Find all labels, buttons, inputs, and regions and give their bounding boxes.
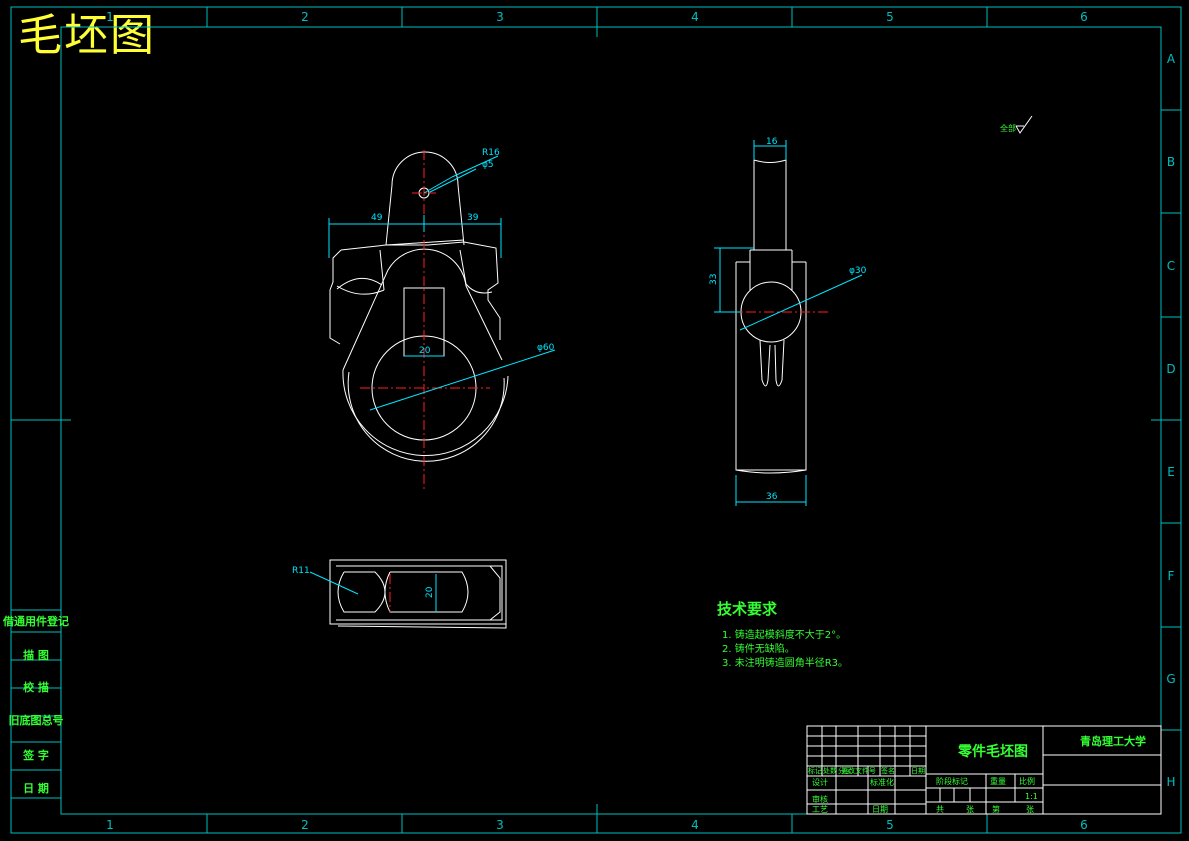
tb-label-date: 日期 bbox=[911, 767, 925, 775]
tb-scale: 比例 bbox=[1019, 776, 1035, 786]
col-label-4-bottom: 4 bbox=[691, 818, 699, 832]
left-label-trace: 描 图 bbox=[23, 648, 49, 662]
tb-design: 设计 bbox=[812, 777, 828, 787]
row-label-c: C bbox=[1167, 259, 1175, 273]
drawing-title: 毛坯图 bbox=[18, 10, 156, 61]
tb-page-sheet: 张 bbox=[1026, 805, 1034, 814]
side-view-dims bbox=[714, 140, 863, 506]
frame bbox=[10, 6, 1182, 834]
dim-16: 16 bbox=[766, 137, 778, 147]
left-label-check: 校 描 bbox=[23, 680, 49, 694]
col-label-5-bottom: 5 bbox=[886, 818, 894, 832]
col-label-4: 4 bbox=[691, 10, 699, 24]
row-label-e: E bbox=[1167, 465, 1175, 479]
roughness-symbol: 全部 bbox=[1000, 115, 1033, 134]
front-view-centerlines bbox=[360, 150, 490, 490]
dim-phi60: φ60 bbox=[537, 343, 555, 353]
col-label-2: 2 bbox=[301, 10, 309, 24]
row-label-b: B bbox=[1167, 155, 1175, 169]
tb-label-mark: 标记 bbox=[808, 766, 822, 775]
tech-item-3: 3. 未注明铸造圆角半径R3。 bbox=[722, 656, 848, 669]
front-view bbox=[329, 151, 509, 462]
row-label-f: F bbox=[1168, 569, 1175, 583]
dim-33: 33 bbox=[709, 274, 719, 285]
bottom-view bbox=[329, 559, 507, 629]
school-name: 青岛理工大学 bbox=[1080, 734, 1146, 748]
col-label-3-bottom: 3 bbox=[496, 818, 504, 832]
dim-49: 49 bbox=[371, 213, 383, 223]
tb-label-sign: 签名 bbox=[881, 766, 895, 775]
col-label-2-bottom: 2 bbox=[301, 818, 309, 832]
title-block-text: 零件毛坯图 青岛理工大学 标记 处数 分区 更改文件号 签名 日期 设计 标准化… bbox=[808, 734, 1146, 814]
dim-r11: R11 bbox=[292, 566, 310, 576]
tb-label-change: 更改文件号 bbox=[841, 766, 876, 775]
tb-weight: 重量 bbox=[990, 776, 1006, 786]
col-label-3: 3 bbox=[496, 10, 504, 24]
dim-phi5: φ5 bbox=[482, 160, 494, 170]
tb-approve: 日期 bbox=[872, 805, 888, 814]
tb-standard: 标准化 bbox=[870, 777, 894, 787]
tb-sheet: 张 bbox=[966, 805, 974, 814]
tb-label-count: 处数 bbox=[823, 766, 837, 775]
tech-item-1: 1. 铸造起模斜度不大于2°。 bbox=[722, 628, 846, 641]
dim-r16: R16 bbox=[482, 148, 500, 158]
tb-process: 工艺 bbox=[812, 805, 828, 814]
dim-20: 20 bbox=[419, 346, 431, 356]
left-label-old-number: 旧底图总号 bbox=[9, 713, 64, 727]
row-label-a: A bbox=[1167, 52, 1176, 66]
row-label-h: H bbox=[1166, 775, 1175, 789]
col-label-1-bottom: 1 bbox=[106, 818, 114, 832]
tb-review: 审核 bbox=[812, 794, 828, 804]
left-label-sign: 签 字 bbox=[22, 748, 49, 762]
col-label-6-bottom: 6 bbox=[1080, 818, 1088, 832]
left-label-date: 日 期 bbox=[23, 781, 49, 795]
title-block bbox=[806, 725, 1162, 815]
tech-requirements: 技术要求 1. 铸造起模斜度不大于2°。 2. 铸件无缺陷。 3. 未注明铸造圆… bbox=[717, 600, 848, 669]
col-label-6: 6 bbox=[1080, 10, 1088, 24]
part-name: 零件毛坯图 bbox=[957, 743, 1028, 760]
bottom-view-dims bbox=[309, 571, 437, 612]
tech-heading: 技术要求 bbox=[717, 600, 778, 618]
tb-label-zone: 分区 bbox=[838, 766, 852, 775]
tb-scale-value: 1:1 bbox=[1025, 792, 1038, 801]
row-label-d: D bbox=[1166, 362, 1175, 376]
dim-20-bottom: 20 bbox=[425, 586, 435, 598]
tb-total: 共 bbox=[936, 805, 944, 814]
tech-item-2: 2. 铸件无缺陷。 bbox=[722, 642, 795, 655]
tb-page: 第 bbox=[992, 804, 1000, 814]
dim-36: 36 bbox=[766, 492, 778, 502]
front-view-dims bbox=[328, 155, 556, 411]
tb-stage: 阶段标记 bbox=[936, 776, 968, 786]
col-label-1: 1 bbox=[106, 10, 114, 24]
col-label-5: 5 bbox=[886, 10, 894, 24]
dim-39: 39 bbox=[467, 213, 479, 223]
row-label-g: G bbox=[1166, 672, 1175, 686]
roughness-note: 全部 bbox=[1000, 123, 1016, 133]
dim-phi30: φ30 bbox=[849, 266, 867, 276]
left-label-borrow: 借通用件登记 bbox=[2, 614, 69, 628]
